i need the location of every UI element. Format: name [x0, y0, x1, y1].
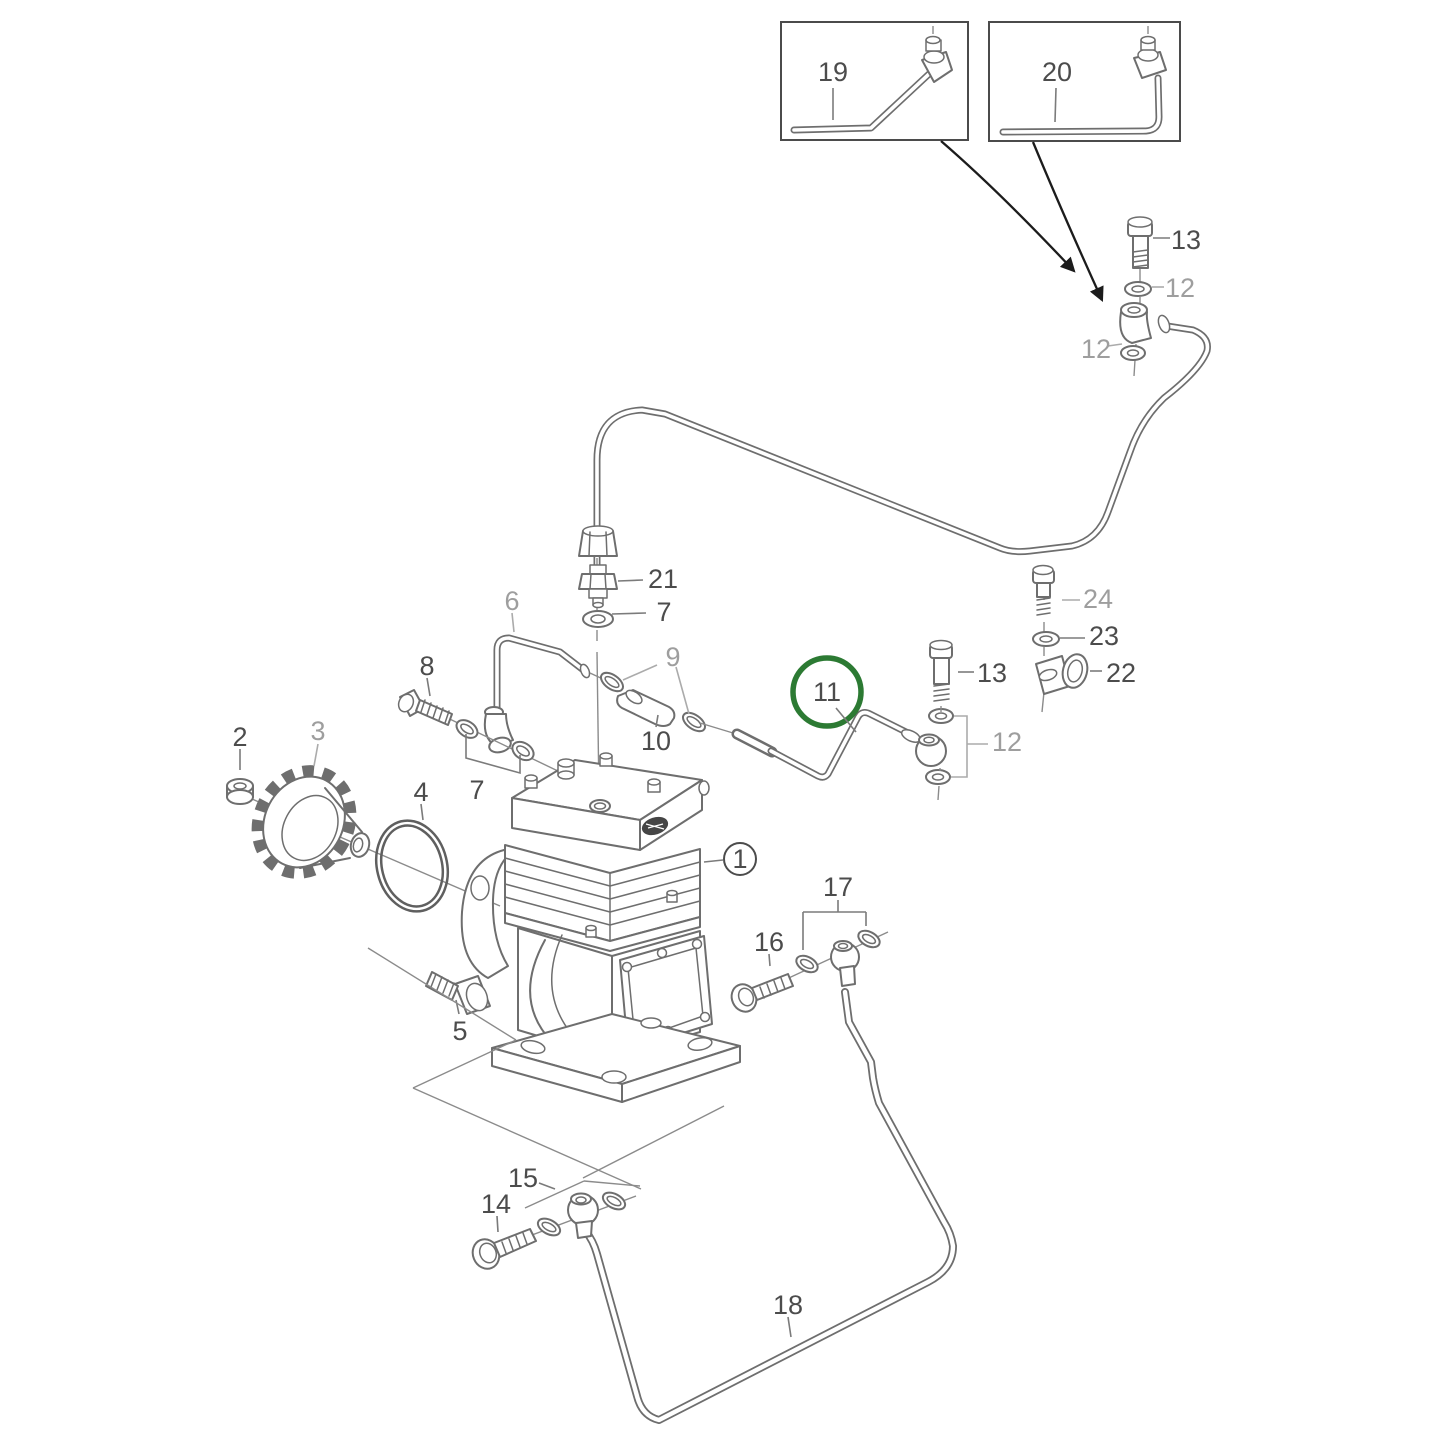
inset-box-19: 19 — [780, 21, 969, 141]
cooling-fins — [504, 844, 701, 952]
inset-box-20: 20 — [988, 21, 1181, 142]
callout-23: 23 — [1089, 621, 1119, 651]
highlight-circle — [790, 655, 864, 729]
bolt-8: 8 — [397, 651, 453, 726]
main-air-pipe — [593, 322, 1211, 590]
drive-gear-3 — [251, 765, 371, 879]
banjo-union-11 — [915, 733, 947, 767]
compressor: 1 — [460, 752, 757, 1103]
callout-6: 6 — [504, 586, 519, 616]
callout-11: 11 — [813, 677, 841, 707]
callout-3: 3 — [310, 716, 325, 746]
callout-1: 1 — [732, 844, 747, 874]
flange-bolt-24 — [1032, 564, 1055, 616]
pipe-11-assembly: 12 13 11 — [699, 639, 1022, 801]
callout-7-lower: 7 — [469, 775, 484, 805]
callout-22: 22 — [1106, 658, 1136, 688]
nut-2 — [226, 778, 254, 805]
bolt-16 — [730, 973, 794, 1013]
callout-1-circle — [723, 842, 757, 876]
hose-clamp-left — [600, 671, 624, 693]
callout-12-top-left: 12 — [1081, 334, 1111, 364]
pipe-flare-nut — [578, 525, 618, 557]
callout-20: 20 — [1042, 57, 1072, 87]
connector-21 — [578, 564, 618, 609]
callout-24: 24 — [1083, 584, 1113, 614]
callout-16: 16 — [754, 927, 784, 957]
breather-fitting — [557, 758, 575, 780]
sealing-washer-7b — [511, 740, 535, 762]
pipe-18: 18 — [582, 988, 957, 1424]
sealing-washer-7-upper — [582, 610, 614, 628]
callout-7-upper: 7 — [656, 597, 671, 627]
callout-12-top: 12 — [1165, 273, 1195, 303]
banjo-union-15 — [567, 1192, 599, 1239]
elbow-body — [1119, 302, 1171, 344]
bolt-5: 5 — [425, 971, 491, 1046]
washer-17b — [857, 929, 881, 949]
pipe-clamp-22 — [1035, 653, 1089, 695]
callout-21: 21 — [648, 564, 678, 594]
callout-4: 4 — [413, 777, 428, 807]
sealing-washer-7a — [455, 719, 479, 739]
callout-17: 17 — [823, 872, 853, 902]
hose-clamp-right — [682, 711, 706, 733]
washer-15b — [601, 1191, 627, 1211]
callout-10: 10 — [641, 726, 671, 756]
banjo-16-17: 17 16 — [730, 872, 889, 1013]
washer-15a — [536, 1217, 562, 1237]
banjo-14-15: 15 14 — [471, 1163, 637, 1270]
fitting-21-stack: 21 7 — [578, 525, 678, 798]
callout-9: 9 — [665, 642, 680, 672]
mounting-flange — [491, 1013, 741, 1103]
callout-8: 8 — [419, 651, 434, 681]
intake-port — [641, 816, 669, 836]
variant-arrows — [940, 140, 1104, 303]
callout-14: 14 — [481, 1189, 511, 1219]
banjo-bolt-13-mid — [929, 639, 953, 702]
banjo-union-17 — [830, 940, 860, 987]
washer-23 — [1032, 631, 1060, 647]
callout-19: 19 — [818, 57, 848, 87]
sealing-washer-12-below — [1120, 345, 1146, 361]
head-bolts — [524, 752, 661, 793]
callout-5: 5 — [452, 1016, 467, 1046]
hose-10 — [616, 689, 676, 727]
banjo-bolt-13-top — [1127, 216, 1153, 269]
sealing-washer-12-top — [1124, 281, 1152, 297]
drive-train-parts: 2 3 4 — [226, 716, 501, 913]
callout-15: 15 — [508, 1163, 538, 1193]
clamp-stack-22: 24 23 22 — [1032, 564, 1136, 713]
association-lines — [367, 947, 725, 1209]
head-port — [589, 799, 611, 813]
hose-assembly-9-10: 9 10 — [600, 642, 706, 756]
callout-12-mid: 12 — [992, 727, 1022, 757]
elbow-fitting-top-right: 13 12 12 — [1081, 216, 1201, 377]
bolt-14 — [471, 1228, 537, 1270]
washer-17a — [795, 954, 819, 974]
pipe-6-assembly: 7 6 — [432, 586, 606, 805]
callout-13-mid: 13 — [977, 658, 1007, 688]
callout-18: 18 — [773, 1290, 803, 1320]
callout-13-top: 13 — [1171, 225, 1201, 255]
callout-2: 2 — [232, 722, 247, 752]
sealing-washer-12-lower — [925, 769, 951, 785]
o-ring-4 — [375, 819, 449, 913]
